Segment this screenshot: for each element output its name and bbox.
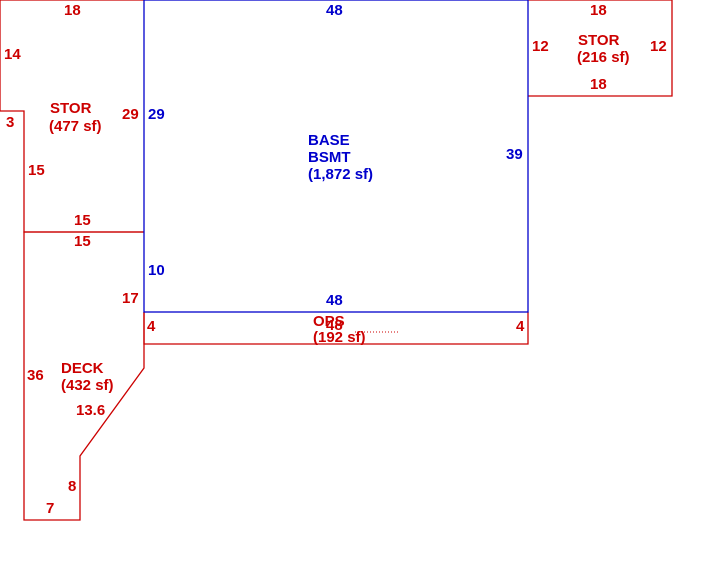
- ops-area: (192 sf): [313, 329, 366, 346]
- dim-stor-right-bottom: 18: [590, 76, 607, 93]
- dim-stor-left-notch: 3: [6, 114, 14, 131]
- base-bsmt-line1: BASE: [308, 132, 350, 149]
- dim-base-right: 39: [506, 146, 523, 163]
- stor-right-area: (216 sf): [577, 49, 630, 66]
- deck-outline: [23, 231, 145, 521]
- dim-ops-left: 4: [147, 318, 156, 335]
- dim-deck-right: 17: [122, 290, 139, 307]
- base-bsmt-line2: BSMT: [308, 149, 351, 166]
- dim-deck-bottom: 7: [46, 500, 54, 517]
- dim-deck-left: 36: [27, 367, 44, 384]
- ops-outline: [143, 312, 529, 345]
- stor-right-outline: [528, 0, 673, 97]
- dim-stor-right-right: 12: [650, 38, 667, 55]
- dim-stor-right-left: 12: [532, 38, 549, 55]
- dim-ops-right: 4: [516, 318, 525, 335]
- dim-base-top: 48: [326, 2, 343, 19]
- base-bsmt-area: (1,872 sf): [308, 166, 373, 183]
- ops-name: OPS: [313, 313, 345, 330]
- dim-stor-left-bottom: 15: [74, 212, 91, 229]
- ops-overlap-dim: 48: [326, 317, 343, 334]
- dim-stor-left-side: 14: [4, 46, 21, 63]
- dim-stor-left-right: 29: [122, 106, 139, 123]
- stor-right-name: STOR: [578, 32, 620, 49]
- dim-deck-top: 15: [74, 233, 91, 250]
- stor-left-area: (477 sf): [49, 118, 102, 135]
- dim-base-left-upper: 29: [148, 106, 165, 123]
- deck-area: (432 sf): [61, 377, 114, 394]
- base-bsmt-outline: [143, 0, 529, 313]
- dim-stor-left-top: 18: [64, 2, 81, 19]
- dim-base-bottom: 48: [326, 292, 343, 309]
- dim-stor-left-lower: 15: [28, 162, 45, 179]
- deck-name: DECK: [61, 360, 104, 377]
- dim-deck-small-right: 8: [68, 478, 76, 495]
- dim-stor-right-top: 18: [590, 2, 607, 19]
- dim-deck-diag: 13.6: [76, 402, 105, 419]
- dim-base-left-lower: 10: [148, 262, 165, 279]
- stor-left-name: STOR: [50, 100, 92, 117]
